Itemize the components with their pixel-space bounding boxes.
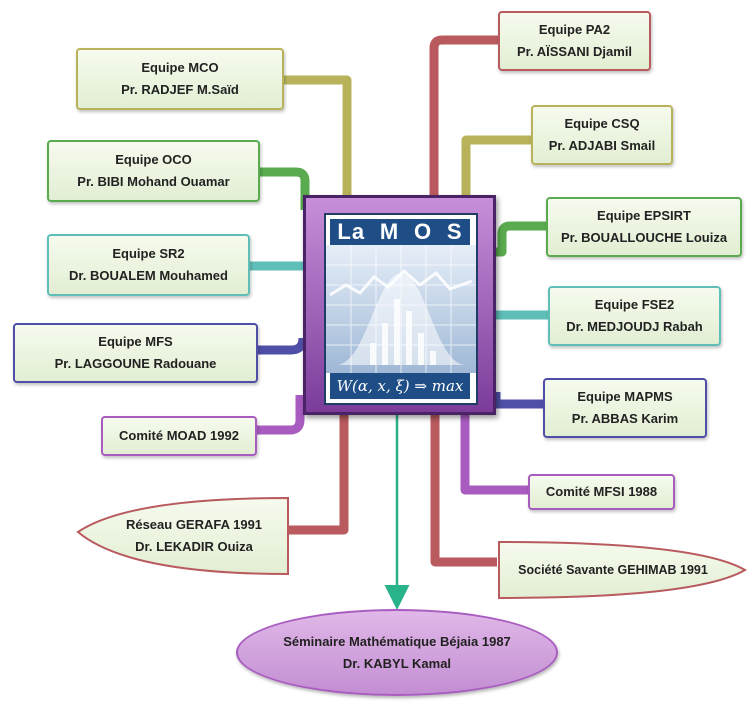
node-equipe-mfs: Equipe MFS Pr. LAGGOUNE Radouane [13,323,258,383]
connector-gerafa [288,415,349,535]
node-person: Pr. ABBAS Karim [571,411,679,426]
node-equipe-oco: Equipe OCO Pr. BIBI Mohand Ouamar [47,140,260,202]
node-person: Pr. BOUALLOUCHE Louiza [560,230,728,245]
node-equipe-epsirt: Equipe EPSIRT Pr. BOUALLOUCHE Louiza [546,197,742,257]
lamos-logo-title: La M O S [330,219,470,245]
logo-letter: M [379,219,400,244]
node-title: Equipe OCO [115,152,192,167]
node-person: Dr. BOUALEM Mouhamed [69,268,228,283]
connector-epsirt [496,221,546,257]
logo-letter: O [413,219,433,244]
node-reseau-gerafa: Réseau GERAFA 1991 Dr. LEKADIR Ouiza [100,506,288,566]
connector-mfsi [460,415,528,495]
connector-moad [257,395,305,435]
lamos-formula: W(α, x, ξ) ⇒ max [330,373,470,399]
connector-oco [260,167,310,210]
node-person: Pr. ADJABI Smail [548,138,656,153]
node-title: Equipe MAPMS [577,389,673,404]
node-person: Dr. LEKADIR Ouiza [135,539,253,554]
node-title: Société Savante GEHIMAB 1991 [518,563,708,577]
node-comite-mfsi: Comité MFSI 1988 [528,474,675,510]
node-societe-gehimab-shape [498,540,747,600]
connector-mfs [258,337,308,355]
node-equipe-pa2: Equipe PA2 Pr. AÏSSANI Djamil [498,11,651,71]
lamos-logo: La M O S W(α, x, ξ) ⇒ max [324,213,478,405]
node-equipe-mco: Equipe MCO Pr. RADJEF M.Saïd [76,48,284,110]
connector-mapms [491,392,543,409]
node-seminaire: Séminaire Mathématique Béjaia 1987 Dr. K… [236,609,558,696]
distribution-chart-icon [326,245,476,373]
connector-gehimab [430,415,497,567]
node-equipe-fse2: Equipe FSE2 Dr. MEDJOUDJ Rabah [548,286,721,346]
node-person: Dr. MEDJOUDJ Rabah [566,319,703,334]
lamos-center-node: La M O S W(α, x, ξ) ⇒ max [303,195,496,415]
connector-csq [461,135,531,195]
node-title: Equipe MCO [141,60,219,75]
node-title: Equipe PA2 [538,22,611,37]
node-title: Equipe EPSIRT [597,208,691,223]
node-person: Dr. KABYL Kamal [342,655,452,671]
node-reseau-gerafa-shape [76,496,289,576]
node-societe-gehimab: Société Savante GEHIMAB 1991 [497,540,729,600]
node-title: Equipe CSQ [564,116,640,131]
logo-letter: S [446,219,463,244]
node-comite-moad: Comité MOAD 1992 [101,416,257,456]
node-title: Réseau GERAFA 1991 [125,517,263,532]
connector-pa2 [429,35,498,195]
node-title: Séminaire Mathématique Béjaia 1987 [283,633,511,649]
node-person: Pr. LAGGOUNE Radouane [54,356,217,371]
connector-mco [284,75,352,195]
node-person: Pr. RADJEF M.Saïd [121,82,239,97]
node-person: Pr. BIBI Mohand Ouamar [77,174,230,189]
node-equipe-mapms: Equipe MAPMS Pr. ABBAS Karim [543,378,707,438]
node-title: Comité MOAD 1992 [119,428,239,443]
node-title: Equipe MFS [98,334,173,349]
node-title: Equipe FSE2 [594,297,675,312]
node-title: Comité MFSI 1988 [545,484,658,499]
node-equipe-sr2: Equipe SR2 Dr. BOUALEM Mouhamed [47,234,250,296]
node-equipe-csq: Equipe CSQ Pr. ADJABI Smail [531,105,673,165]
node-title: Equipe SR2 [112,246,185,261]
node-person: Pr. AÏSSANI Djamil [516,44,633,59]
logo-letter: La [337,219,366,244]
